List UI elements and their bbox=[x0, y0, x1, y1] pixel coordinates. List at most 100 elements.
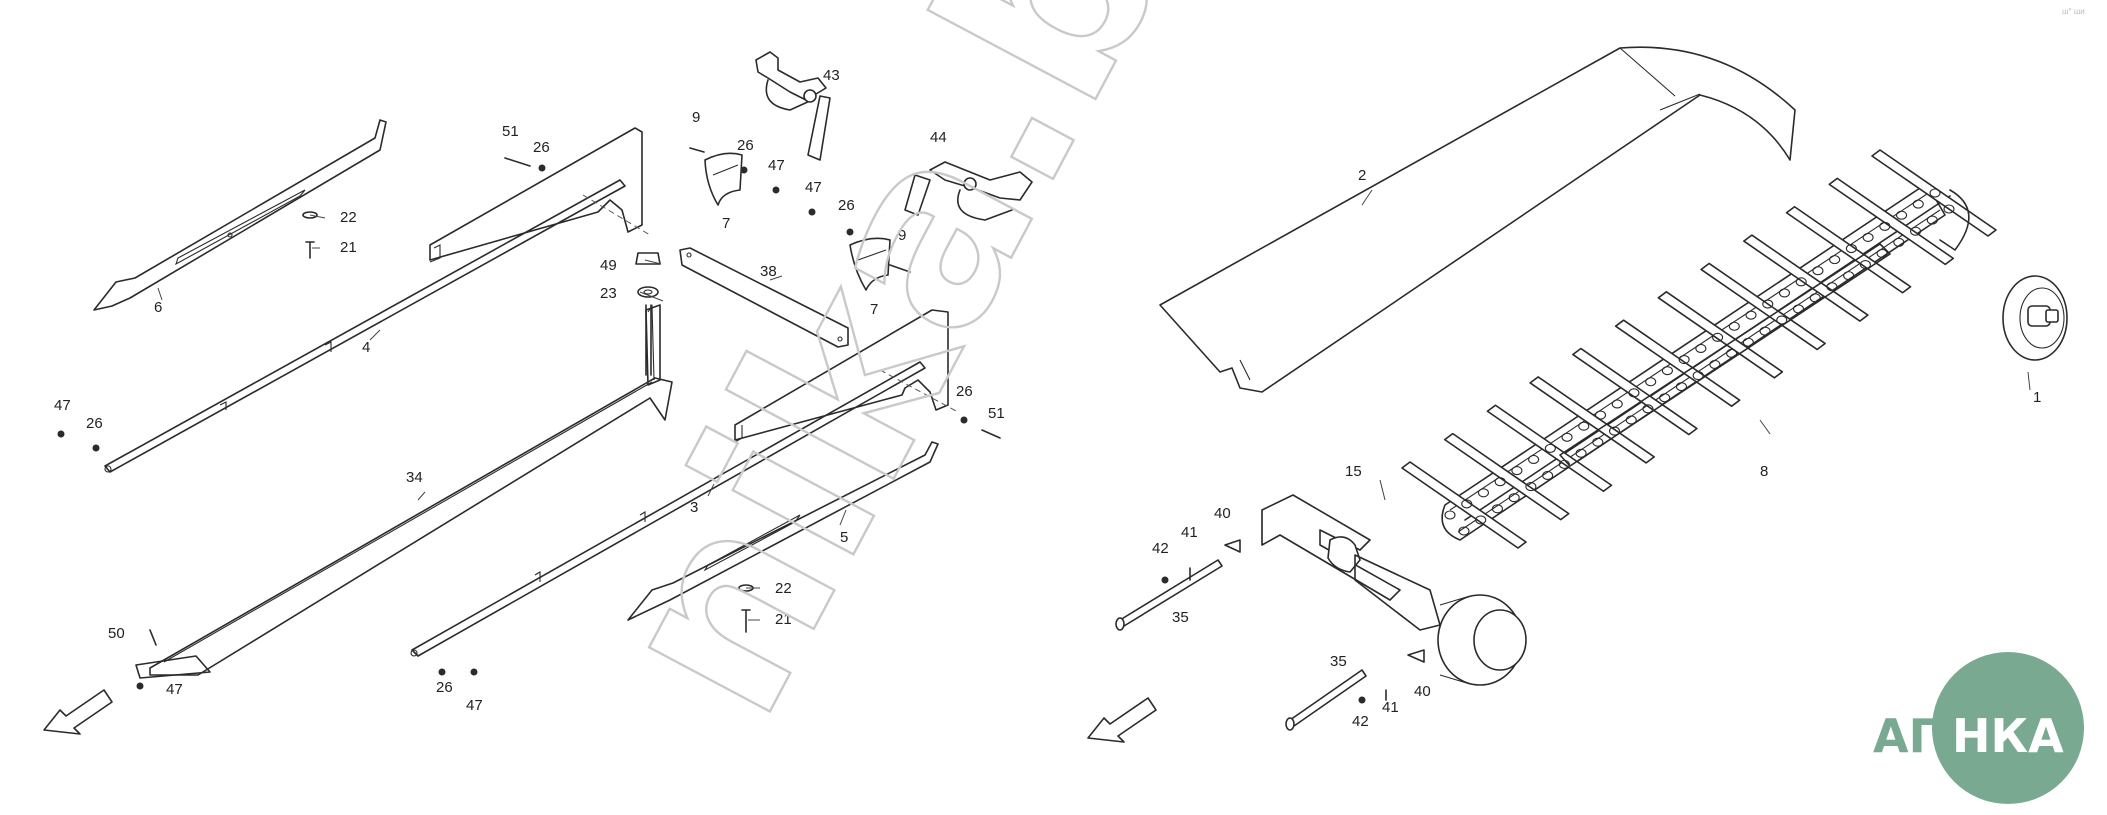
chain-link bbox=[1659, 393, 1671, 403]
callout-35-upper: 35 bbox=[1172, 609, 1189, 626]
agronka-logo: АГРО НКА bbox=[1873, 652, 2084, 804]
chain-link bbox=[1678, 355, 1690, 365]
chain-link bbox=[1575, 448, 1587, 458]
chain-slat bbox=[1614, 319, 1741, 407]
chain-link bbox=[1578, 421, 1590, 431]
callout-26-f: 26 bbox=[436, 679, 453, 696]
callout-26-d: 26 bbox=[86, 415, 103, 432]
parts-49-23-stud bbox=[635, 252, 661, 376]
chain-link bbox=[1795, 277, 1807, 287]
chain-slat bbox=[1572, 347, 1698, 436]
chain-link bbox=[1896, 210, 1908, 220]
part-2-shield bbox=[1159, 46, 1796, 393]
callout-41-lower: 41 bbox=[1382, 699, 1399, 716]
chain-link bbox=[1477, 488, 1489, 498]
logo-circle bbox=[1932, 652, 2084, 804]
assembly-line-3 bbox=[879, 369, 959, 413]
chain-link bbox=[1776, 315, 1788, 325]
part-5-bar bbox=[627, 441, 939, 621]
callout-47-e: 47 bbox=[466, 697, 483, 714]
leader-lines bbox=[157, 189, 2031, 621]
callout-9-lower: 9 bbox=[898, 227, 906, 244]
chain-link bbox=[1695, 343, 1707, 353]
chain-link bbox=[1494, 477, 1506, 487]
chain-link bbox=[1508, 493, 1520, 503]
chain-slat bbox=[1486, 404, 1613, 493]
callout-35-lower: 35 bbox=[1330, 653, 1347, 670]
callout-4: 4 bbox=[362, 339, 370, 356]
part-3-rod bbox=[410, 309, 949, 657]
callout-26-e: 26 bbox=[956, 383, 973, 400]
callout-21-upper: 21 bbox=[340, 239, 357, 256]
part-35-pins bbox=[1115, 559, 1367, 731]
chain-link bbox=[1692, 371, 1704, 381]
chain-link bbox=[1759, 326, 1771, 336]
fasteners-right bbox=[1161, 539, 1425, 704]
chain-link bbox=[1843, 271, 1855, 281]
direction-arrow-right bbox=[1087, 697, 1157, 743]
chain-link bbox=[1645, 377, 1657, 387]
chain-link bbox=[1893, 237, 1905, 247]
chain-link bbox=[1594, 410, 1607, 420]
chain-link bbox=[1879, 221, 1891, 231]
chain-link bbox=[1461, 499, 1473, 509]
callout-42-upper: 42 bbox=[1152, 540, 1169, 557]
chain-slat bbox=[1785, 205, 1912, 294]
chain-link bbox=[1762, 299, 1774, 309]
logo-right-text: НКА bbox=[1952, 709, 2064, 763]
callout-22-upper: 22 bbox=[340, 209, 357, 226]
callout-47-a: 47 bbox=[768, 157, 785, 174]
callout-50: 50 bbox=[108, 625, 125, 642]
callout-47-b: 47 bbox=[805, 179, 822, 196]
chain-link bbox=[1809, 293, 1821, 303]
chain-link bbox=[1726, 348, 1738, 358]
chain-slats bbox=[1401, 149, 1997, 549]
part-34-channel bbox=[135, 304, 673, 679]
chain-link bbox=[1742, 337, 1754, 347]
chain-link bbox=[1876, 248, 1888, 258]
part-1-pulley bbox=[2002, 275, 2068, 361]
chain-link bbox=[1625, 415, 1637, 425]
chain-link bbox=[1661, 366, 1673, 376]
callout-7-upper: 7 bbox=[722, 215, 730, 232]
chain-link bbox=[1862, 232, 1874, 242]
chain-link bbox=[1712, 332, 1724, 342]
chain-link bbox=[1792, 304, 1805, 314]
chain-link bbox=[1544, 443, 1556, 453]
chain-link bbox=[1528, 454, 1540, 465]
chain-link bbox=[1525, 482, 1537, 492]
logo-left-text: АГРО bbox=[1873, 709, 2011, 763]
part-6-bar bbox=[93, 119, 387, 311]
callout-26-b: 26 bbox=[737, 137, 754, 154]
part-38-plate bbox=[679, 247, 849, 348]
callout-26-a: 26 bbox=[533, 139, 550, 156]
part-7-brackets bbox=[704, 152, 891, 291]
callout-49: 49 bbox=[600, 257, 617, 274]
chain-link bbox=[1458, 526, 1470, 536]
callout-41-upper: 41 bbox=[1181, 524, 1198, 541]
part-43-lever bbox=[755, 51, 831, 161]
chain-link bbox=[1611, 399, 1623, 409]
callout-40-lower: 40 bbox=[1414, 683, 1431, 700]
chain-link bbox=[1778, 288, 1791, 298]
part-8-chain bbox=[1401, 149, 1997, 549]
chain-link bbox=[1475, 515, 1487, 525]
callout-51-lower: 51 bbox=[988, 405, 1005, 422]
callout-3: 3 bbox=[690, 499, 698, 516]
callout-8: 8 bbox=[1760, 463, 1768, 480]
chain-link bbox=[1829, 255, 1841, 265]
watermark-text: nika.by bbox=[555, 0, 1298, 758]
chain-link bbox=[1592, 437, 1604, 447]
callout-5: 5 bbox=[840, 529, 848, 546]
chain-link bbox=[1929, 188, 1941, 198]
callout-6: 6 bbox=[154, 299, 162, 316]
callout-1: 1 bbox=[2033, 389, 2041, 406]
callout-labels: 1 2 3 4 5 6 7 7 8 9 9 15 21 21 22 22 23 … bbox=[54, 67, 2041, 730]
corner-mark: ш° ши bbox=[2062, 7, 2085, 16]
chain-slat bbox=[1743, 234, 1869, 322]
chain-link bbox=[1910, 226, 1922, 236]
callout-42-lower: 42 bbox=[1352, 713, 1369, 730]
chain-slat bbox=[1401, 461, 1527, 549]
chain-link bbox=[1444, 510, 1456, 520]
